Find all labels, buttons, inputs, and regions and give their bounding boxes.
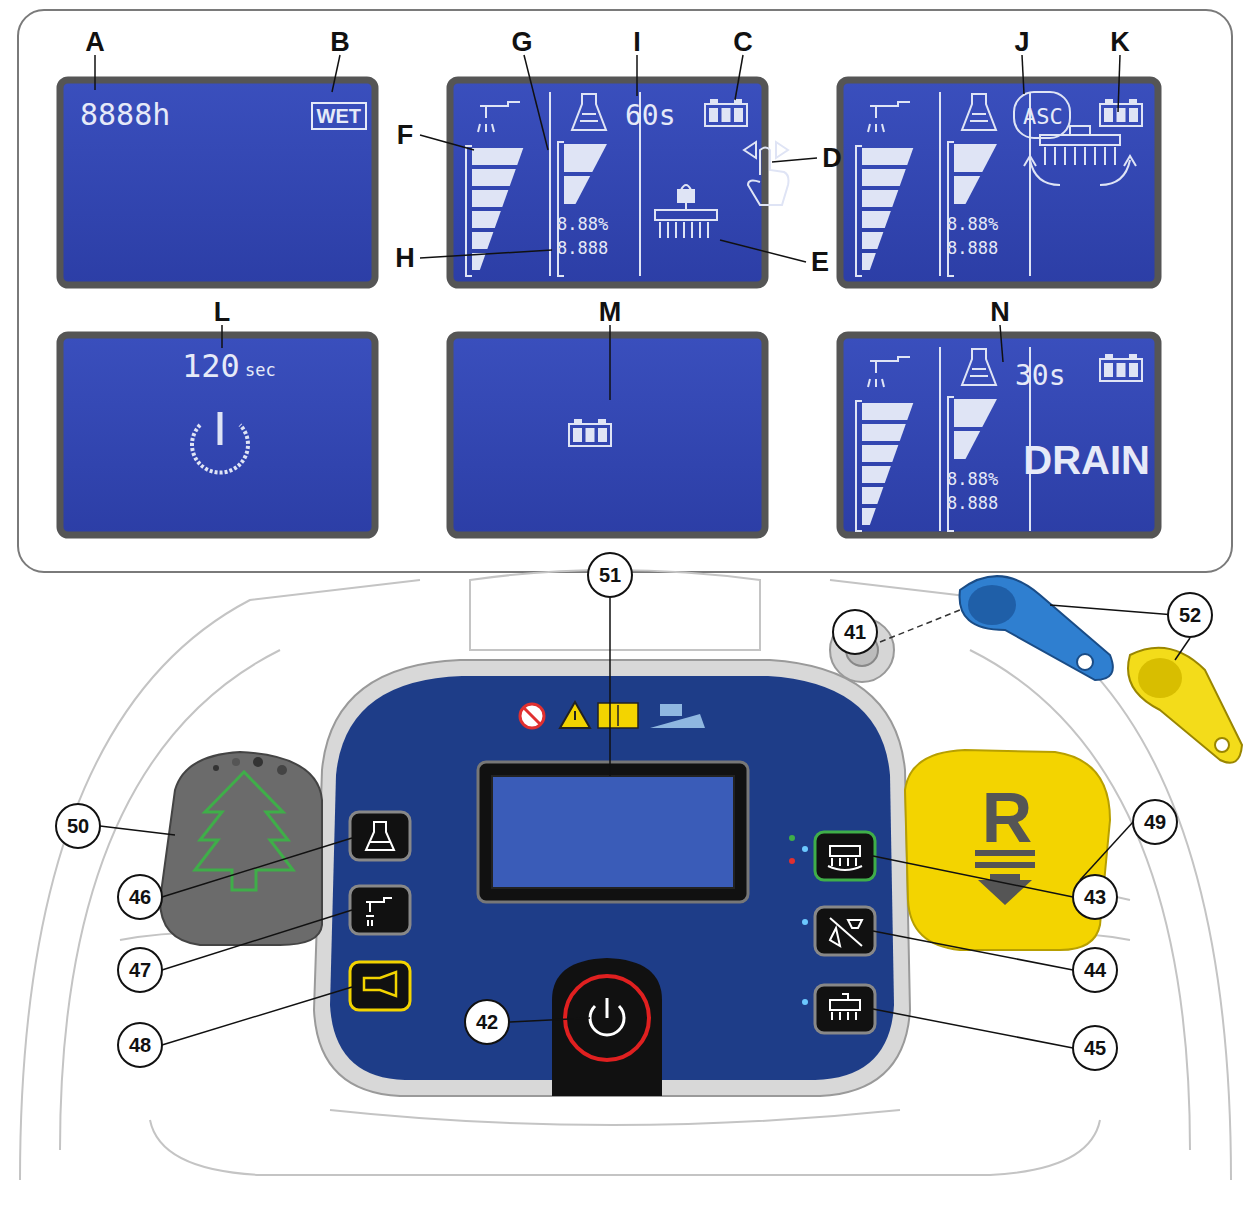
lcd-screen: 8888h WET <box>60 80 375 285</box>
screen-text: sec <box>245 362 276 379</box>
screen-text: WET <box>311 102 367 130</box>
lcd-screen: 120 sec <box>60 335 375 535</box>
callout-number: 44 <box>1072 947 1118 993</box>
callout-text: 42 <box>476 1011 498 1034</box>
part-letter: G <box>511 27 532 58</box>
part-letter: J <box>1014 27 1029 58</box>
part-letter: L <box>214 297 231 328</box>
callout-text: 52 <box>1179 604 1201 627</box>
screen-text: 8.888 <box>557 240 608 257</box>
part-letter: K <box>1110 27 1130 58</box>
screen-text: 8888h <box>80 100 170 130</box>
callout-number: 47 <box>117 947 163 993</box>
callout-number: 42 <box>464 999 510 1045</box>
callout-number: 51 <box>587 552 633 598</box>
callout-number: 41 <box>832 609 878 655</box>
part-letter: I <box>633 27 641 58</box>
callout-text: 48 <box>129 1034 151 1057</box>
part-letter: A <box>85 27 105 58</box>
callout-number: 48 <box>117 1022 163 1068</box>
callout-text: 50 <box>67 815 89 838</box>
part-letter: C <box>733 27 753 58</box>
screen-text: ASC <box>1023 106 1063 128</box>
lcd-screen: 60s 8.88% 8.888 <box>450 80 765 285</box>
lcd-screen: 30s 8.88% 8.888 DRAIN <box>840 335 1158 535</box>
screen-text: 8.88% <box>557 216 608 233</box>
screen-text: 8.88% <box>947 471 998 488</box>
callout-number: 50 <box>55 803 101 849</box>
screen-text: DRAIN <box>1023 440 1150 480</box>
callout-text: 44 <box>1084 959 1106 982</box>
callout-number: 52 <box>1167 592 1213 638</box>
callout-text: 51 <box>599 564 621 587</box>
pedal-letter: R <box>982 778 1033 858</box>
screen-text: 8.888 <box>947 240 998 257</box>
callout-text: 43 <box>1084 886 1106 909</box>
part-letter: N <box>990 297 1010 328</box>
callout-text: 41 <box>844 621 866 644</box>
part-letter: D <box>822 143 842 174</box>
callout-number: 49 <box>1132 799 1178 845</box>
part-letter: B <box>330 27 350 58</box>
lcd-screen: ASC 8.88% 8.888 <box>840 80 1158 285</box>
part-letter: E <box>811 247 829 278</box>
callout-text: 46 <box>129 886 151 909</box>
part-letter: M <box>599 297 622 328</box>
screen-text: 30s <box>1015 362 1066 390</box>
callout-text: 45 <box>1084 1037 1106 1060</box>
screen-text: 8.888 <box>947 495 998 512</box>
screen-text: 60s <box>625 102 676 130</box>
screen-text: 120 <box>182 350 240 382</box>
callout-text: 47 <box>129 959 151 982</box>
callout-number: 46 <box>117 874 163 920</box>
part-letter: F <box>397 120 414 151</box>
part-letter: H <box>395 243 415 274</box>
callout-text: 49 <box>1144 811 1166 834</box>
callout-number: 43 <box>1072 874 1118 920</box>
callout-number: 45 <box>1072 1025 1118 1071</box>
screen-text: 8.88% <box>947 216 998 233</box>
